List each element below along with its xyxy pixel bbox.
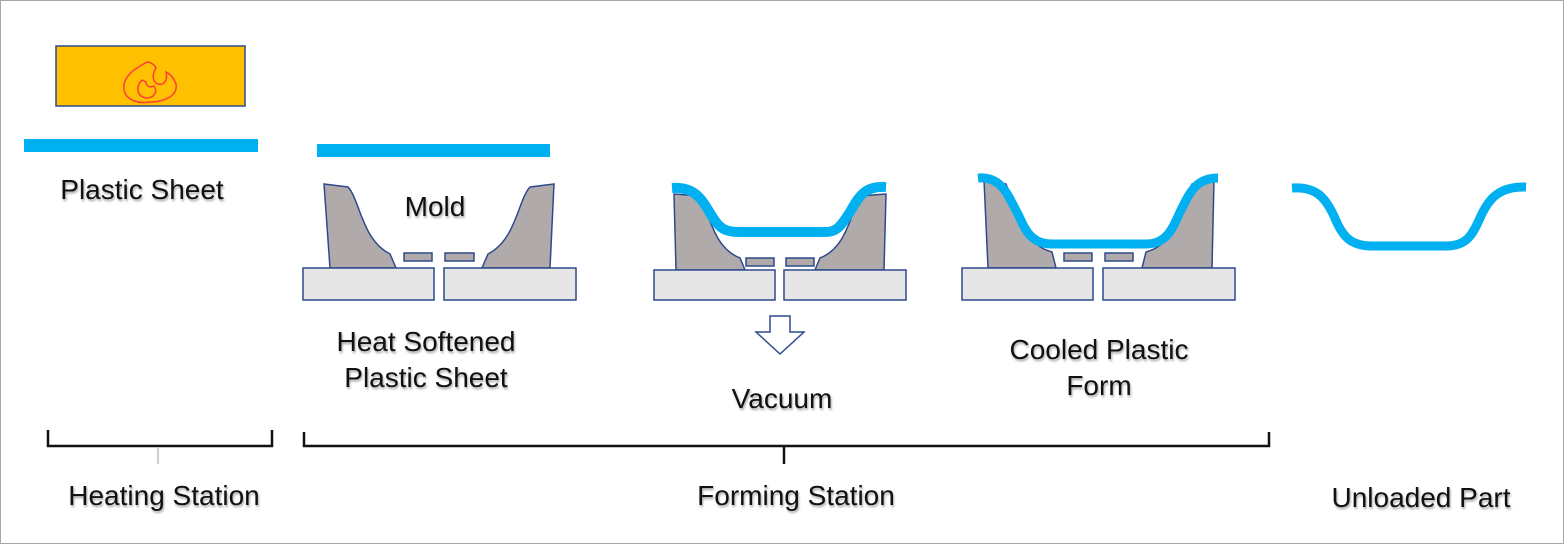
mold-insert-left	[403, 252, 433, 262]
heating-station-label: Heating Station	[68, 480, 260, 511]
forming-sheet	[671, 181, 887, 237]
plastic-sheet-flat	[24, 139, 258, 152]
plastic-sheet-label: Plastic Sheet	[60, 174, 224, 205]
mold-wall-left	[323, 183, 398, 269]
mold-label: Mold	[404, 191, 466, 222]
mold-stage-1	[302, 144, 577, 301]
forming-station-label: Forming Station	[697, 480, 895, 511]
mold-wall-right	[480, 183, 555, 269]
vacuum-label: Vacuum	[731, 383, 833, 414]
cooled-form	[977, 173, 1219, 249]
mold-insert-left	[745, 257, 775, 267]
mold-insert-right	[1104, 252, 1134, 262]
mold-insert-right	[444, 252, 475, 262]
heater	[55, 45, 246, 107]
mold-base-right	[1102, 267, 1236, 301]
down-arrow-icon	[754, 315, 806, 356]
unloaded-part-shape	[1291, 182, 1527, 251]
mold-insert-right	[785, 257, 815, 267]
forming-station-bracket	[302, 432, 1271, 464]
mold-base-right	[783, 269, 907, 301]
cooled-label-line2: Form	[1066, 370, 1132, 401]
mold-base-right	[443, 267, 577, 301]
cooled-label-line1: Cooled Plastic	[1009, 334, 1189, 365]
heat-softened-sheet	[317, 144, 550, 157]
heater-box	[55, 45, 246, 107]
mold-stage-3	[961, 173, 1236, 301]
mold-base-left	[302, 267, 435, 301]
mold-stage-2	[653, 181, 907, 356]
mold-insert-left	[1063, 252, 1093, 262]
heating-station-bracket	[46, 430, 274, 464]
mold-base-left	[653, 269, 776, 301]
flame-icon	[123, 61, 177, 104]
unloaded-part-label: Unloaded Part	[1331, 482, 1511, 513]
heat-softened-label-line2: Plastic Sheet	[344, 362, 508, 393]
mold-base-left	[961, 267, 1094, 301]
heat-softened-label-line1: Heat Softened	[336, 326, 516, 357]
